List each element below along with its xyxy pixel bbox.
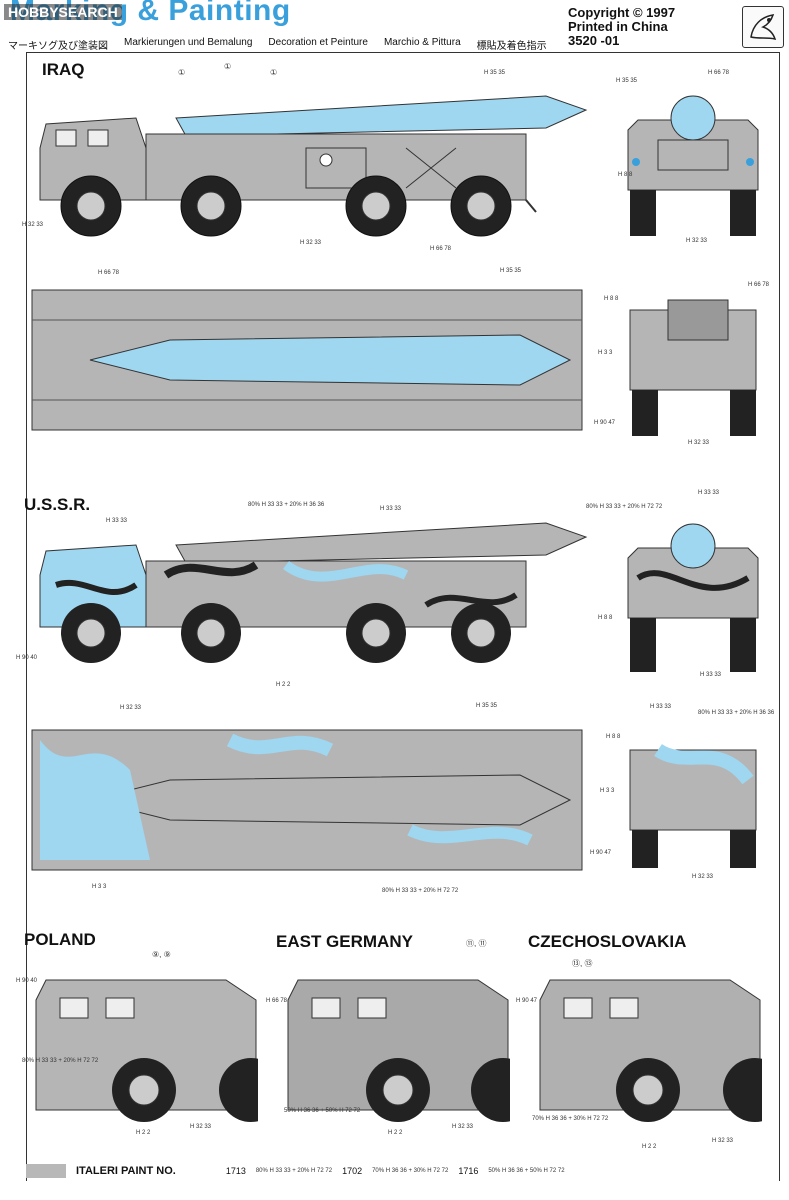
ref-iraq-top-missile: H 35 35: [500, 268, 522, 274]
ref-ussr-rear-top: H 33 33: [650, 704, 672, 710]
paint-swatch: [26, 1164, 66, 1178]
paint-no-1: 1713: [225, 1166, 246, 1176]
ref-iraq-side-left: H 32 33: [22, 222, 44, 228]
subtitle-jp: マーキソグ及び塗装図: [8, 41, 108, 52]
ussr-top-view: [31, 729, 583, 871]
paint-no-2: 1702: [342, 1166, 363, 1176]
subtitle-row: マーキソグ及び塗装図 Markierungen und Bemalung Dec…: [8, 37, 547, 52]
ref-eg-mix: 50% H 36 36 + 50% H 72 72: [284, 1108, 361, 1114]
ref-iraq-rear-right: H 66 78: [748, 282, 770, 288]
section-ussr: U.S.S.R.: [24, 495, 91, 514]
ref-ussr-front-top: 80% H 33 33 + 20% H 72 72: [586, 504, 663, 510]
callout-east-germany: ⑪, ⑪: [466, 939, 487, 948]
ref-poland-left: H 90 40: [16, 978, 38, 984]
copyright-block: Copyright © 1997 Printed in China 3520 -…: [568, 6, 675, 48]
poland-cab-view: [35, 979, 258, 1122]
paint-mix-1: 80% H 33 33 + 20% H 72 72: [255, 1168, 333, 1174]
copyright-line: Copyright © 1997: [568, 5, 676, 20]
subtitle-cn: 標貼及着色指示: [476, 41, 547, 52]
paint-no-3: 1716: [458, 1166, 479, 1176]
ref-iraq-side-wheel: H 32 33: [300, 240, 322, 246]
ref-iraq-top-nose: H 66 78: [98, 270, 120, 276]
ref-eg-wheel: H 2 2: [388, 1130, 403, 1136]
ref-ussr-rear-left: H 8 8: [606, 734, 621, 740]
ref-iraq-rear-left: H 3 3: [598, 350, 613, 356]
ref-ussr-top-right: H 35 35: [476, 703, 498, 709]
ref-ussr-side-missile: H 33 33: [380, 506, 402, 512]
iraq-top-view: [31, 289, 583, 431]
callout-czech: ⑬, ⑬: [572, 959, 593, 968]
ref-ussr-side-cab: H 33 33: [106, 518, 128, 524]
ref-iraq-rear-top: H 8 8: [604, 296, 619, 302]
czech-cab-view: [539, 979, 762, 1122]
iraq-front-view: [627, 95, 759, 236]
callout-1c: ①: [270, 68, 278, 77]
ref-poland-mix: 80% H 33 33 + 20% H 72 72: [22, 1058, 99, 1064]
ussr-front-view: [627, 523, 759, 672]
ref-cz-mix: 70% H 36 36 + 30% H 72 72: [532, 1116, 609, 1122]
paint-mix-3: 50% H 36 36 + 50% H 72 72: [488, 1168, 565, 1174]
section-east-germany: EAST GERMANY: [276, 932, 413, 951]
ref-iraq-rear-bottom-left: H 90 47: [594, 420, 616, 426]
ref-iraq-front-top: H 66 78: [708, 70, 730, 76]
callout-1b: ①: [224, 62, 232, 71]
section-iraq: IRAQ: [42, 60, 85, 79]
subtitle-fr: Decoration et Peinture: [268, 37, 368, 48]
ref-ussr-side-top: 80% H 33 33 + 20% H 36 36: [248, 502, 325, 508]
ref-ussr-top-nose: H 3 3: [92, 884, 107, 890]
ref-ussr-rear-bottom-left: H 90 47: [590, 850, 612, 856]
section-poland: POLAND: [24, 930, 96, 949]
ref-iraq-rear-bottom: H 32 33: [688, 440, 710, 446]
subtitle-de: Markierungen und Bemalung: [124, 37, 253, 48]
ref-ussr-top-left: H 32 33: [120, 705, 142, 711]
ref-ussr-top-bottom: 80% H 33 33 + 20% H 72 72: [382, 888, 459, 894]
ref-iraq-front-bottom: H 32 33: [686, 238, 708, 244]
ref-iraq-front-left-top: H 35 35: [616, 78, 638, 84]
product-code: 3520 -01: [568, 33, 620, 48]
ref-ussr-front-left: H 8 8: [598, 615, 613, 621]
brand-logo: [742, 6, 784, 48]
east-germany-cab-view: [287, 979, 510, 1122]
ref-iraq-side-missile: H 35 35: [484, 70, 506, 76]
ref-eg-wheel-2: H 32 33: [452, 1124, 474, 1130]
callout-1a: ①: [178, 68, 186, 77]
ref-ussr-rear-bottom-right: H 32 33: [692, 874, 714, 880]
paint-mix-2: 70% H 36 36 + 30% H 72 72: [372, 1168, 449, 1174]
ref-cz-wheel-2: H 32 33: [712, 1138, 734, 1144]
printed-line: Printed in China: [568, 19, 668, 34]
italeri-paint-label: ITALERI PAINT NO.: [76, 1165, 176, 1177]
page-frame: [26, 52, 780, 1181]
callout-poland: ⑨, ⑨: [152, 950, 171, 959]
ref-ussr-front-right-top: H 33 33: [698, 490, 720, 496]
dragon-logo-icon: [750, 14, 777, 41]
ref-cz-wheel: H 2 2: [642, 1144, 657, 1150]
paint-legend-footer: ITALERI PAINT NO. 1713 80% H 33 33 + 20%…: [26, 1160, 778, 1182]
ref-ussr-side-left: H 90 40: [16, 655, 38, 661]
ref-cz-left: H 90 47: [516, 998, 538, 1004]
ref-poland-wheel-2: H 32 33: [190, 1124, 212, 1130]
ussr-side-view: [39, 522, 588, 663]
ref-ussr-rear-mid: H 3 3: [600, 788, 615, 794]
ref-ussr-rear-right: 80% H 33 33 + 20% H 36 36: [698, 710, 775, 716]
iraq-rear-view: [629, 299, 757, 436]
ref-poland-wheel: H 2 2: [136, 1130, 151, 1136]
subtitle-it: Marchio & Pittura: [383, 37, 461, 48]
ref-ussr-side-wheel: H 2 2: [276, 682, 291, 688]
ref-iraq-front-left: H 8 8: [618, 172, 633, 178]
ussr-rear-view: [629, 743, 757, 868]
section-czechoslovakia: CZECHOSLOVAKIA: [528, 932, 687, 951]
ref-eg-left: H 66 78: [266, 998, 288, 1004]
watermark-badge: HOBBYSEARCH: [4, 4, 122, 20]
iraq-side-view: [39, 95, 588, 237]
ref-ussr-front-bottom: H 33 33: [700, 672, 722, 678]
ref-iraq-side-stand: H 66 78: [430, 246, 452, 252]
